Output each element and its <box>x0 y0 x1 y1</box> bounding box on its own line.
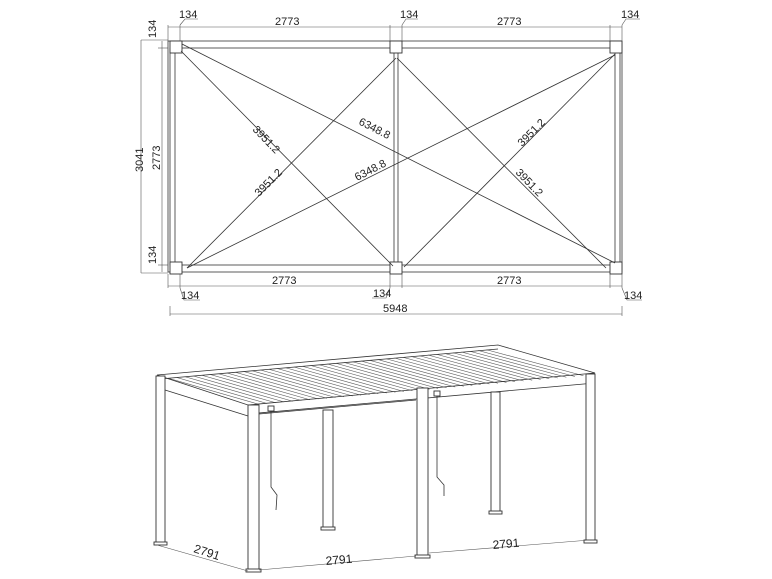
louver-slat <box>293 366 387 394</box>
louver-slat <box>168 377 259 405</box>
post-base <box>414 554 431 559</box>
post <box>169 261 183 275</box>
diag-label: 6348.8 <box>353 158 388 184</box>
crank-handle-icon <box>270 411 278 511</box>
louver-slat <box>243 371 336 398</box>
post-base <box>583 539 598 544</box>
dim-label: 134 <box>147 246 159 264</box>
dim-label: 134 <box>179 9 197 21</box>
corner-posts <box>169 40 623 275</box>
louver-slat <box>252 370 345 398</box>
post <box>609 40 623 54</box>
dim-label: 134 <box>624 290 642 302</box>
louver-slat <box>310 365 404 392</box>
louver-slat <box>486 349 584 377</box>
diag-label: 3951.2 <box>250 124 282 157</box>
louver-slat <box>419 355 516 383</box>
louver-slat <box>268 368 362 396</box>
bottom-dimensions: 2773 2773 134 134 134 5948 <box>167 274 642 316</box>
louver-slat <box>453 352 550 380</box>
louver-slat <box>394 357 490 385</box>
post <box>155 375 166 544</box>
louver-slat <box>402 356 499 384</box>
post <box>247 404 260 571</box>
dim-label: 2773 <box>497 275 521 287</box>
dim-label: 2773 <box>497 16 521 28</box>
dim-label: 134 <box>621 9 639 21</box>
louver-slat <box>319 364 413 392</box>
diag-label: 3951.2 <box>516 117 548 149</box>
louver-slat <box>302 365 396 393</box>
dim-label: 2773 <box>151 146 163 170</box>
frame <box>167 40 623 273</box>
dim-label: 134 <box>181 290 199 302</box>
front-left-dim-label: 2791 <box>325 552 353 568</box>
louver-slat <box>327 363 422 391</box>
louver-slat <box>436 353 533 381</box>
crank-handles <box>267 390 445 511</box>
overall-depth-label: 3041 <box>134 148 146 172</box>
louver-slat <box>478 350 575 377</box>
dim-label: 134 <box>373 288 391 300</box>
post <box>389 261 403 275</box>
louver-slat <box>210 374 302 401</box>
dim-label: 2773 <box>272 275 296 287</box>
louver-slat <box>360 360 456 388</box>
post <box>169 40 183 54</box>
louver-slat <box>285 367 379 395</box>
roof-louvers <box>168 349 584 405</box>
post <box>609 261 623 275</box>
post-base <box>488 510 503 515</box>
ground-dimensions: 2791 2791 2791 <box>156 536 591 572</box>
louver-slat <box>176 377 268 404</box>
louver-slat <box>344 362 439 389</box>
dim-label: 134 <box>147 20 159 38</box>
louver-slat <box>235 371 328 399</box>
side-dimensions: 134 3041 2773 134 <box>134 20 168 274</box>
post <box>389 40 403 54</box>
crank-handle-icon <box>436 396 445 496</box>
gearbox-icon <box>433 390 441 397</box>
diag-label: 3951.2 <box>253 167 285 199</box>
louver-slat <box>218 373 310 401</box>
perspective-view: 2791 2791 2791 <box>153 344 598 573</box>
overall-width-label: 5948 <box>383 303 407 315</box>
top-dimensions: 134 2773 134 2773 134 <box>167 9 640 41</box>
louver-slat <box>411 356 507 383</box>
diagonal-labels: 3951.2 6348.8 3951.2 6348.8 3951.2 3951.… <box>250 116 548 199</box>
post-base <box>153 541 168 546</box>
diag-label: 3951.2 <box>513 167 545 200</box>
louver-slat <box>469 350 567 378</box>
diag-label: 6348.8 <box>357 116 392 142</box>
louver-slat <box>201 374 293 402</box>
post-base <box>320 526 336 531</box>
front-right-dim-label: 2791 <box>492 536 520 552</box>
post <box>585 373 596 542</box>
roof-frame <box>156 344 596 417</box>
post <box>322 409 334 529</box>
louver-slat <box>335 362 430 390</box>
louver-slat <box>461 351 558 379</box>
dim-label: 2773 <box>275 16 299 28</box>
gearbox-icon <box>267 405 275 412</box>
dim-label: 134 <box>400 9 418 21</box>
diagonal-lines <box>180 43 616 269</box>
louver-slat <box>193 375 285 403</box>
louver-slat <box>427 354 524 382</box>
post <box>416 387 429 557</box>
louver-slat <box>185 376 276 404</box>
louver-slat <box>369 359 464 387</box>
post <box>490 391 501 513</box>
louver-slat <box>444 353 541 380</box>
louver-slat <box>377 359 473 386</box>
louver-slat <box>352 361 447 389</box>
post-base <box>245 568 262 573</box>
louver-slat <box>260 369 353 397</box>
louver-slat <box>226 372 319 400</box>
posts <box>153 373 598 573</box>
depth-dim-label: 2791 <box>192 542 222 564</box>
plan-view: 3951.2 6348.8 3951.2 6348.8 3951.2 3951.… <box>134 9 642 316</box>
louver-slat <box>277 368 370 395</box>
louver-slat <box>386 358 481 386</box>
